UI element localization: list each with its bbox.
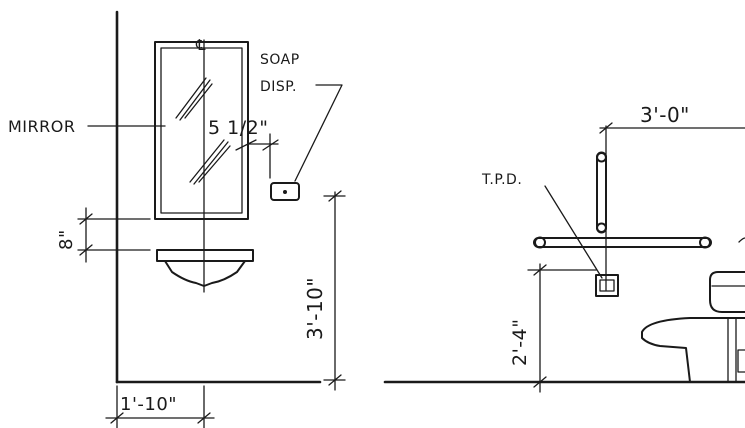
soap-height-dimension: 3'-10" xyxy=(303,190,346,391)
sink-rim xyxy=(156,249,254,262)
soap-dispenser-button xyxy=(283,190,287,194)
lavatory-sink xyxy=(156,249,254,287)
soap-height-text: 3'-10" xyxy=(303,277,327,340)
water-closet xyxy=(641,271,745,383)
sink-bowl xyxy=(164,260,246,287)
clearance-dimension-text: 5 1/2" xyxy=(208,117,268,139)
top-dimension: 3'-0" xyxy=(599,103,745,134)
soap-label-line1: SOAP xyxy=(260,52,300,68)
toilet-paper-dispenser xyxy=(595,274,619,297)
mirror-inner-frame xyxy=(160,47,243,214)
toilet-tank xyxy=(709,271,745,313)
water-closet-elevation: 3'-0" T.P.D. 2'-4" xyxy=(383,103,745,393)
toilet-bowl xyxy=(641,317,745,383)
lavatory-elevation: ℄ MIRROR SOAP DISP. 5 1/2" xyxy=(8,10,346,428)
tpd-label: T.P.D. xyxy=(481,172,522,188)
tpd-height-text: 2'-4" xyxy=(509,319,531,367)
horizontal-grab-bar xyxy=(533,236,745,249)
mirror-label: MIRROR xyxy=(8,117,75,136)
top-dimension-text: 3'-0" xyxy=(640,103,690,127)
soap-label-line2: DISP. xyxy=(260,79,297,95)
mirror-sink-gap-dimension: 8" xyxy=(56,207,151,263)
tpd-height-dimension: 2'-4" xyxy=(509,263,597,393)
vertical-grab-bar xyxy=(596,151,607,234)
clearance-dimension: 5 1/2" xyxy=(208,117,279,179)
mirror-outer-frame xyxy=(154,41,249,220)
soap-leader xyxy=(294,84,343,182)
base-width-text: 1'-10" xyxy=(120,394,177,415)
mirror-sink-gap-text: 8" xyxy=(56,229,77,250)
centerline-symbol: ℄ xyxy=(195,36,206,54)
tpd-leader xyxy=(544,185,603,279)
soap-dispenser xyxy=(270,182,300,201)
base-width-dimension: 1'-10" xyxy=(105,385,215,428)
